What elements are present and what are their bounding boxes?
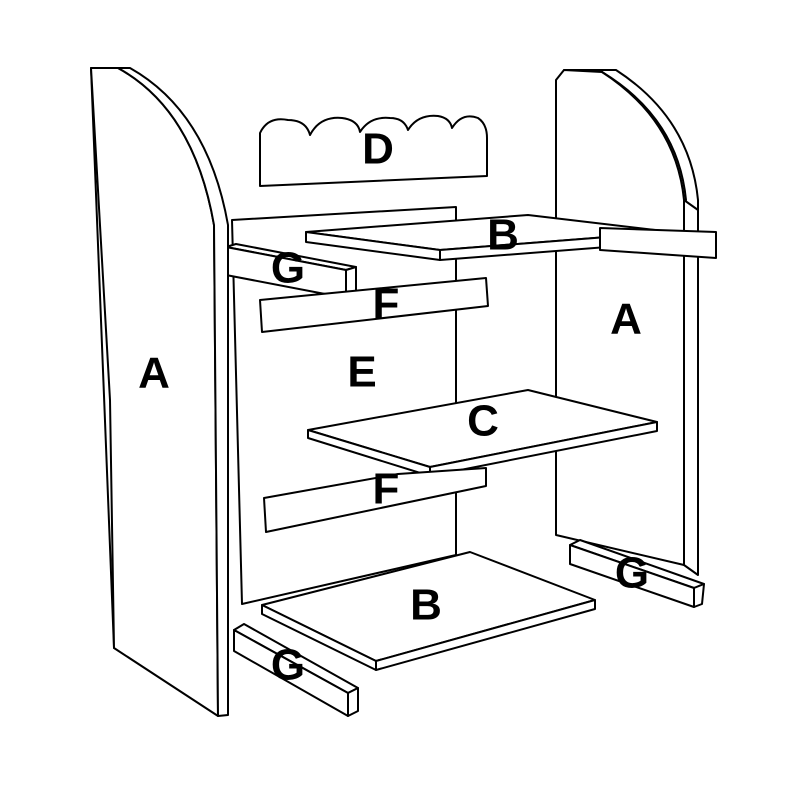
label-bottom-shelf: B bbox=[410, 581, 442, 630]
rail-upper bbox=[259, 277, 489, 333]
label-middle-shelf: C bbox=[467, 397, 499, 446]
label-back-panel: E bbox=[347, 348, 376, 397]
cleat-top bbox=[225, 243, 357, 299]
label-cleat-bottom-left: G bbox=[271, 641, 305, 690]
cleat-bottom-left bbox=[233, 623, 359, 717]
cleat-top-right bbox=[599, 227, 717, 259]
label-rail-upper: F bbox=[373, 280, 400, 329]
label-rail-lower: F bbox=[373, 465, 400, 514]
cleat-bottom-right bbox=[569, 539, 705, 608]
side-panel-left bbox=[90, 67, 229, 717]
label-top-shelf: B bbox=[487, 211, 519, 260]
label-side-left: A bbox=[138, 349, 170, 398]
label-crown: D bbox=[362, 125, 394, 174]
label-cleat-top: G bbox=[271, 244, 305, 293]
bottom-shelf bbox=[261, 551, 596, 671]
rail-lower bbox=[263, 467, 487, 533]
label-side-right: A bbox=[610, 295, 642, 344]
middle-shelf bbox=[307, 389, 658, 477]
label-cleat-bottom-right: G bbox=[615, 549, 649, 598]
crown-board bbox=[259, 114, 488, 187]
